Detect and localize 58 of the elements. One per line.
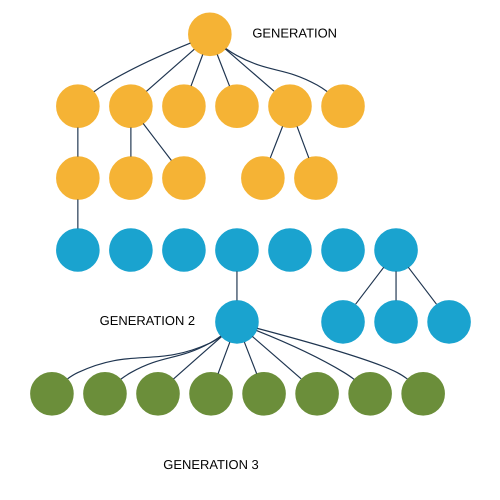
connector	[296, 126, 309, 158]
node-person	[30, 372, 74, 416]
node-person	[294, 372, 338, 416]
node-person	[56, 228, 100, 272]
node-person	[188, 12, 232, 56]
connector	[76, 199, 78, 229]
connector	[217, 342, 230, 374]
connector	[66, 336, 221, 380]
label: GENERATION	[252, 26, 337, 41]
node-person	[82, 372, 126, 416]
connector	[225, 48, 327, 92]
connector	[252, 336, 302, 380]
connector	[269, 126, 283, 158]
node-person	[374, 300, 418, 344]
node-person	[294, 156, 338, 200]
node-person	[240, 156, 284, 200]
node-person	[108, 84, 152, 128]
connector	[172, 336, 222, 380]
connector	[130, 128, 131, 157]
node-person	[214, 84, 258, 128]
node-person	[320, 84, 364, 128]
node-person	[108, 156, 152, 200]
node-person	[268, 84, 312, 128]
node-person	[268, 228, 312, 272]
connector	[243, 342, 257, 374]
connector	[76, 128, 78, 157]
connector	[256, 330, 354, 380]
node-person	[426, 300, 470, 344]
connector	[407, 266, 436, 305]
label: GENERATION 2	[99, 313, 195, 328]
connector	[120, 336, 221, 380]
node-person	[162, 228, 206, 272]
node-person	[56, 156, 100, 200]
node-person	[162, 84, 206, 128]
connector	[93, 42, 190, 92]
node-person	[214, 300, 258, 344]
connector	[256, 328, 408, 380]
node-person	[320, 300, 364, 344]
node-person	[320, 228, 364, 272]
connector	[142, 123, 172, 161]
connector	[216, 54, 230, 86]
node-person	[188, 372, 232, 416]
node-person	[162, 156, 206, 200]
connector	[190, 54, 203, 86]
label: GENERATION 3	[162, 456, 258, 472]
connector	[224, 48, 274, 92]
connector	[236, 271, 238, 300]
connector	[354, 266, 384, 305]
node-person	[108, 228, 152, 272]
node-person	[214, 228, 258, 272]
node-person	[374, 228, 418, 272]
connector	[146, 48, 194, 92]
node-person	[136, 372, 180, 416]
node-person	[348, 372, 392, 416]
node-person	[400, 372, 444, 416]
node-person	[56, 84, 100, 128]
node-person	[242, 372, 286, 416]
connector	[394, 271, 396, 300]
